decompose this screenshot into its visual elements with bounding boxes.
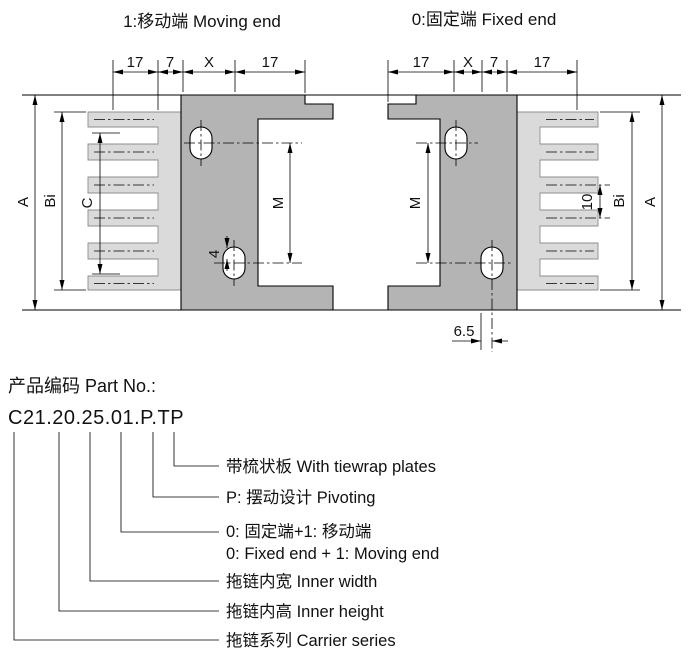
dim-7-left: 7 — [166, 54, 174, 71]
callout-lines — [13, 432, 219, 641]
part-number-legend: 产品编码 Part No.: C21.20.25.01.P.TP 带梳状板 Wi… — [8, 376, 439, 650]
dim-edge-6-5-label: 6.5 — [454, 323, 475, 340]
dim-bi-left-label: Bi — [42, 194, 59, 207]
dim-x-right: X — [463, 54, 473, 71]
moving-end-view: 17 7 X 17 A Bi C M — [15, 54, 334, 311]
top-dimension-chain-left: 17 7 X 17 — [112, 54, 306, 110]
dim-pitch-10: 10 — [579, 185, 603, 218]
dim-offset-4: 4 — [206, 236, 230, 271]
callout-end-type-cn: 0: 固定端+1: 移动端 — [226, 522, 371, 541]
dim-m-left: M — [270, 143, 293, 263]
dim-bi-right: Bi — [600, 111, 640, 291]
dim-offset-4-label: 4 — [206, 250, 223, 258]
dim-a-left-label: A — [15, 197, 32, 207]
dim-a-right-label: A — [642, 197, 659, 207]
dim-m-right-label: M — [407, 197, 424, 210]
dim-c-left: C — [79, 132, 120, 275]
dim-17-right-a: 17 — [413, 54, 430, 71]
dim-7-right: 7 — [490, 54, 498, 71]
dim-c-left-label: C — [79, 197, 96, 208]
dim-edge-6-5: 6.5 — [452, 313, 508, 350]
callout-tiewrap: 带梳状板 With tiewrap plates — [226, 457, 436, 476]
dim-x-left: X — [204, 54, 214, 71]
dim-17-left-a: 17 — [127, 54, 144, 71]
dim-bi-right-label: Bi — [611, 194, 628, 207]
dim-17-left-b: 17 — [262, 54, 279, 71]
dim-a-left: A — [15, 95, 38, 310]
callout-inner-width: 拖链内宽 Inner width — [226, 572, 377, 591]
dim-m-right: M — [407, 143, 431, 263]
dim-bi-left: Bi — [42, 111, 86, 291]
callout-carrier-series: 拖链系列 Carrier series — [226, 631, 396, 650]
dim-17-right-b: 17 — [534, 54, 551, 71]
comb-centerlines-left — [94, 119, 154, 284]
callout-end-type-en: 0: Fixed end + 1: Moving end — [226, 545, 439, 563]
callout-inner-height: 拖链内高 Inner height — [226, 602, 384, 621]
callout-pivoting: P: 摆动设计 Pivoting — [226, 488, 375, 507]
dim-a-right: A — [642, 95, 665, 310]
bracket-body-left — [180, 94, 334, 311]
dim-m-left-label: M — [270, 197, 287, 210]
part-number: C21.20.25.01.P.TP — [8, 407, 184, 429]
fixed-end-view: 17 X 7 17 M 10 Bi A — [387, 54, 665, 352]
part-heading: 产品编码 Part No.: — [8, 376, 156, 396]
dim-pitch-10-label: 10 — [579, 194, 596, 211]
tiewrap-comb-left — [87, 111, 182, 291]
tiewrap-comb-right — [516, 111, 599, 291]
top-dimension-chain-right: 17 X 7 17 — [387, 54, 578, 110]
fixed-end-title: 0:固定端 Fixed end — [412, 10, 557, 29]
carrier-profile-lines — [22, 94, 681, 311]
moving-end-title: 1:移动端 Moving end — [123, 12, 281, 31]
